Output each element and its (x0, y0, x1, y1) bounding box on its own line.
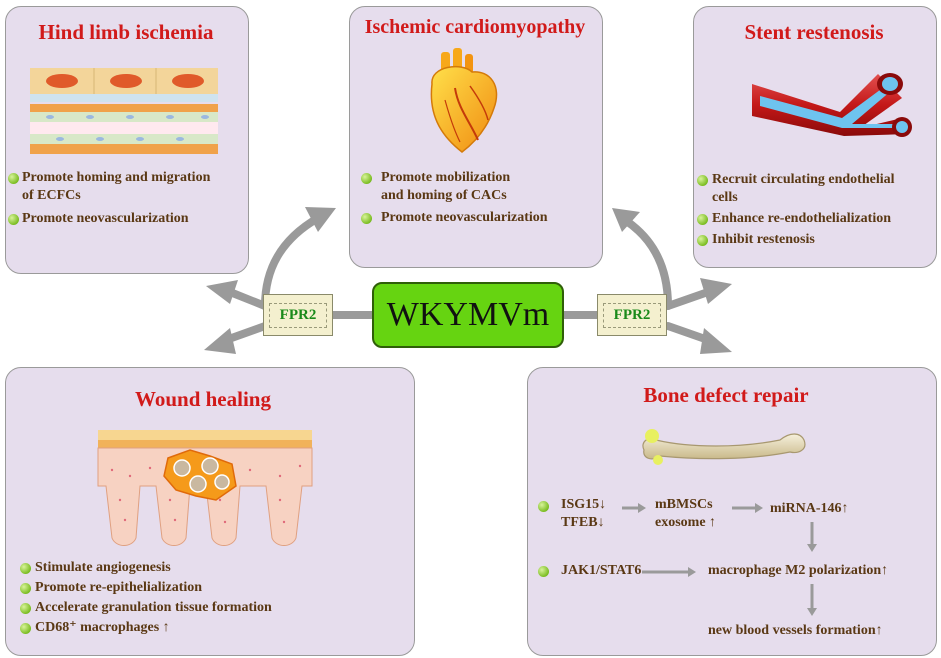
wkymvm-center-node: WKYMVm (372, 282, 564, 348)
bullet-stent-1: Recruit circulating endothelial (712, 172, 895, 187)
fpr2-box-right: FPR2 (597, 294, 667, 336)
bullet-dot (8, 173, 19, 184)
flow-mbmscs: mBMSCs (655, 497, 713, 512)
bone-illustration (642, 429, 806, 465)
title-ischemic-cardiomyopathy: Ischemic cardiomyopathy (364, 16, 586, 38)
bullet-dot (697, 235, 708, 246)
fpr2-label-left: FPR2 (268, 302, 328, 328)
connector-left-bar (332, 311, 372, 319)
arrowhead-cardiomyopathy (305, 207, 336, 232)
heart-illustration (430, 48, 498, 153)
bullet-hind-1: Promote homing and migration (22, 170, 211, 185)
skin-wound-illustration (97, 430, 313, 546)
bullet-dot (697, 175, 708, 186)
arrow-to-wound-healing (222, 322, 269, 344)
flow-exosome: exosome ↑ (655, 515, 717, 530)
blood-vessel-illustration (30, 68, 218, 154)
bullet-cardio-1b: and homing of CACs (381, 188, 507, 203)
right-arrows (621, 216, 712, 344)
bullet-stent-3: Inhibit restenosis (712, 232, 815, 247)
bullet-dot (20, 603, 31, 614)
bullet-dot (8, 214, 19, 225)
bone-flow-arrows (622, 503, 817, 616)
arrowhead-stent (700, 278, 732, 304)
arrowhead-cardiomyopathy-right (612, 208, 640, 232)
bullet-stent-2: Enhance re-endothelialization (712, 211, 892, 226)
arrowhead-wound-healing (204, 328, 236, 354)
flow-arrowhead-2 (755, 503, 763, 513)
title-hind-limb-ischemia: Hind limb ischemia (38, 20, 214, 44)
flow-vessels: new blood vessels formation↑ (708, 623, 883, 638)
bullet-dot (20, 563, 31, 574)
bullet-dot (361, 173, 372, 184)
bullet-wound-3: Accelerate granulation tissue formation (35, 600, 272, 615)
fpr2-box-left: FPR2 (263, 294, 333, 336)
title-wound-healing: Wound healing (135, 387, 271, 411)
bullet-dot (538, 501, 549, 512)
bullet-wound-4: CD68⁺ macrophages ↑ (35, 620, 170, 635)
bullet-dot (538, 566, 549, 577)
flow-arrowhead-5 (807, 608, 817, 616)
flow-macrophage: macrophage M2 polarization↑ (708, 563, 889, 578)
bullet-wound-2: Promote re-epithelialization (35, 580, 203, 595)
arrow-to-bone (664, 322, 712, 344)
title-stent-restenosis: Stent restenosis (744, 20, 884, 44)
flow-isg15: ISG15↓ (561, 497, 607, 512)
panel-bone-defect-repair (527, 367, 937, 656)
flow-mirna: miRNA-146↑ (770, 501, 849, 516)
flow-arrowhead-4 (688, 567, 696, 577)
bullet-cardio-2: Promote neovascularization (381, 210, 548, 225)
bullet-dot (697, 214, 708, 225)
arrow-to-cardiomyopathy-right (621, 216, 672, 310)
bullet-hind-1b: of ECFCs (22, 188, 81, 203)
bullet-stent-1b: cells (712, 190, 738, 205)
flow-tfeb: TFEB↓ (561, 515, 605, 530)
bullet-hind-2: Promote neovascularization (22, 211, 189, 226)
stent-vessel-illustration (752, 73, 912, 137)
arrow-to-stent (664, 288, 712, 310)
bullet-dot (361, 213, 372, 224)
flow-arrowhead-3 (807, 544, 817, 552)
title-bone-defect-repair: Bone defect repair (643, 383, 809, 407)
arrowhead-hind-limb (206, 280, 238, 304)
bullet-wound-1: Stimulate angiogenesis (35, 560, 171, 575)
flow-jak-stat6: JAK1/STAT6 (561, 563, 642, 578)
bullet-dot (20, 583, 31, 594)
arrowhead-bone (700, 328, 732, 354)
flow-arrowhead-1 (638, 503, 646, 513)
panel-stent-restenosis (693, 6, 937, 268)
fpr2-label-right: FPR2 (602, 302, 662, 328)
arrow-to-cardiomyopathy (261, 214, 322, 310)
bullet-dot (20, 623, 31, 634)
bullet-cardio-1: Promote mobilization (381, 170, 511, 185)
arrow-to-hind-limb (226, 288, 269, 310)
connector-right-bar (564, 311, 598, 319)
